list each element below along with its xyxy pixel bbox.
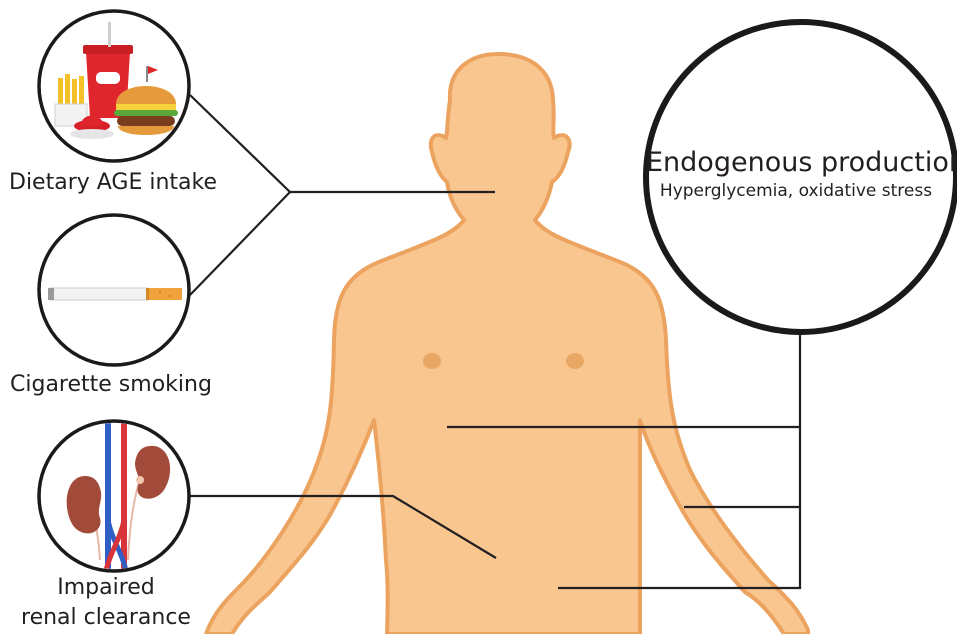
cigarette-icon	[48, 288, 182, 300]
endogenous-subtitle: Hyperglycemia, oxidative stress	[646, 180, 946, 202]
endogenous-label: Endogenous production Hyperglycemia, oxi…	[646, 146, 946, 202]
dietary-icon-circle	[39, 11, 189, 161]
smoke-connector	[190, 192, 290, 295]
right-nipple	[566, 353, 584, 369]
dietary-label: Dietary AGE intake	[9, 170, 217, 195]
renal-label-line2: renal clearance	[0, 603, 212, 633]
smoking-icon-circle	[39, 215, 189, 365]
endogenous-title: Endogenous production	[646, 146, 946, 180]
left-nipple	[423, 353, 441, 369]
renal-icon-circle	[39, 410, 189, 590]
renal-label-line1: Impaired	[0, 573, 212, 603]
smoking-label: Cigarette smoking	[10, 372, 212, 397]
renal-label: Impaired renal clearance	[0, 573, 212, 633]
